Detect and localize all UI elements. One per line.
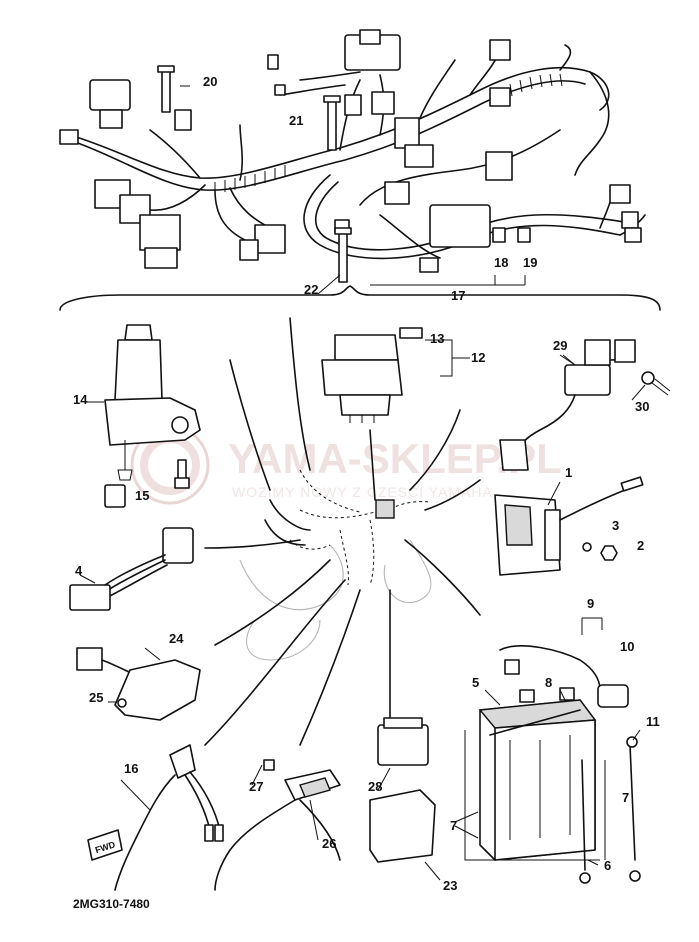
callout-11: 11	[646, 714, 660, 729]
callout-12: 12	[471, 350, 485, 365]
callout-24: 24	[169, 631, 184, 646]
callout-1: 1	[565, 465, 572, 480]
watermark: YAMA-SKLEP.PL WOZIMY NOWY Z CZESCI YAMAH…	[130, 425, 562, 505]
starter-relay	[321, 327, 470, 423]
callout-16: 16	[124, 761, 138, 776]
callout-17: 17	[451, 288, 465, 303]
callout-7: 7	[450, 818, 457, 833]
callout-20: 20	[203, 74, 217, 89]
wire-harness	[59, 29, 646, 283]
callout-25: 25	[89, 690, 103, 705]
callout-9: 9	[587, 596, 594, 611]
callout-22: 22	[304, 282, 318, 297]
leader-lines	[120, 85, 646, 881]
callout-23: 23	[443, 878, 457, 893]
relay-blocks	[369, 717, 436, 863]
callout-30: 30	[635, 399, 649, 414]
callout-7: 7	[622, 790, 629, 805]
harness-bracket	[59, 285, 661, 311]
callout-19: 19	[523, 255, 537, 270]
main-switch	[86, 324, 201, 508]
callout-28: 28	[368, 779, 382, 794]
callout-8: 8	[545, 675, 552, 690]
callout-18: 18	[494, 255, 508, 270]
callout-5: 5	[472, 675, 479, 690]
callout-4: 4	[75, 563, 83, 578]
neutral-switch	[214, 759, 341, 891]
battery	[454, 617, 641, 884]
callout-26: 26	[322, 836, 336, 851]
callout-15: 15	[135, 488, 149, 503]
callout-14: 14	[73, 392, 88, 407]
watermark-subtitle: WOZIMY NOWY Z CZESCI YAMAHA	[232, 484, 493, 500]
callout-27: 27	[249, 779, 263, 794]
callout-6: 6	[604, 858, 611, 873]
rectifier-regulator	[494, 476, 644, 576]
callout-2: 2	[637, 538, 644, 553]
callout-21: 21	[289, 113, 303, 128]
callout-3: 3	[612, 518, 619, 533]
connector-4	[69, 527, 194, 611]
callout-29: 29	[553, 338, 567, 353]
flasher-relay	[499, 339, 671, 471]
central-wiring	[204, 317, 481, 746]
relay-bracket	[76, 647, 201, 721]
footer-part-code: 2MG310-7480	[73, 897, 150, 911]
callout-13: 13	[430, 331, 444, 346]
callout-10: 10	[620, 639, 634, 654]
horn-lead: FWD	[87, 744, 224, 891]
